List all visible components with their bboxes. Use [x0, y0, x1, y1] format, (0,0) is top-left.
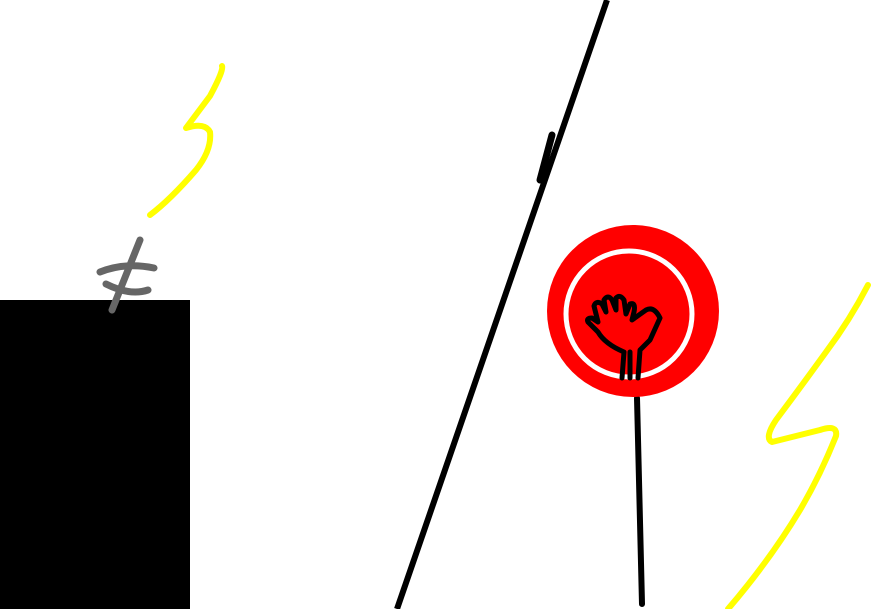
antenna-icon: [96, 236, 158, 314]
hand-icon: [585, 293, 663, 381]
lightning-bolt-icon: [725, 282, 871, 609]
sign-pole: [634, 395, 645, 607]
building: [0, 300, 190, 609]
road-line-mark: [536, 131, 556, 184]
road-line: [394, 0, 610, 609]
lightning-bolt-icon: [147, 63, 226, 218]
